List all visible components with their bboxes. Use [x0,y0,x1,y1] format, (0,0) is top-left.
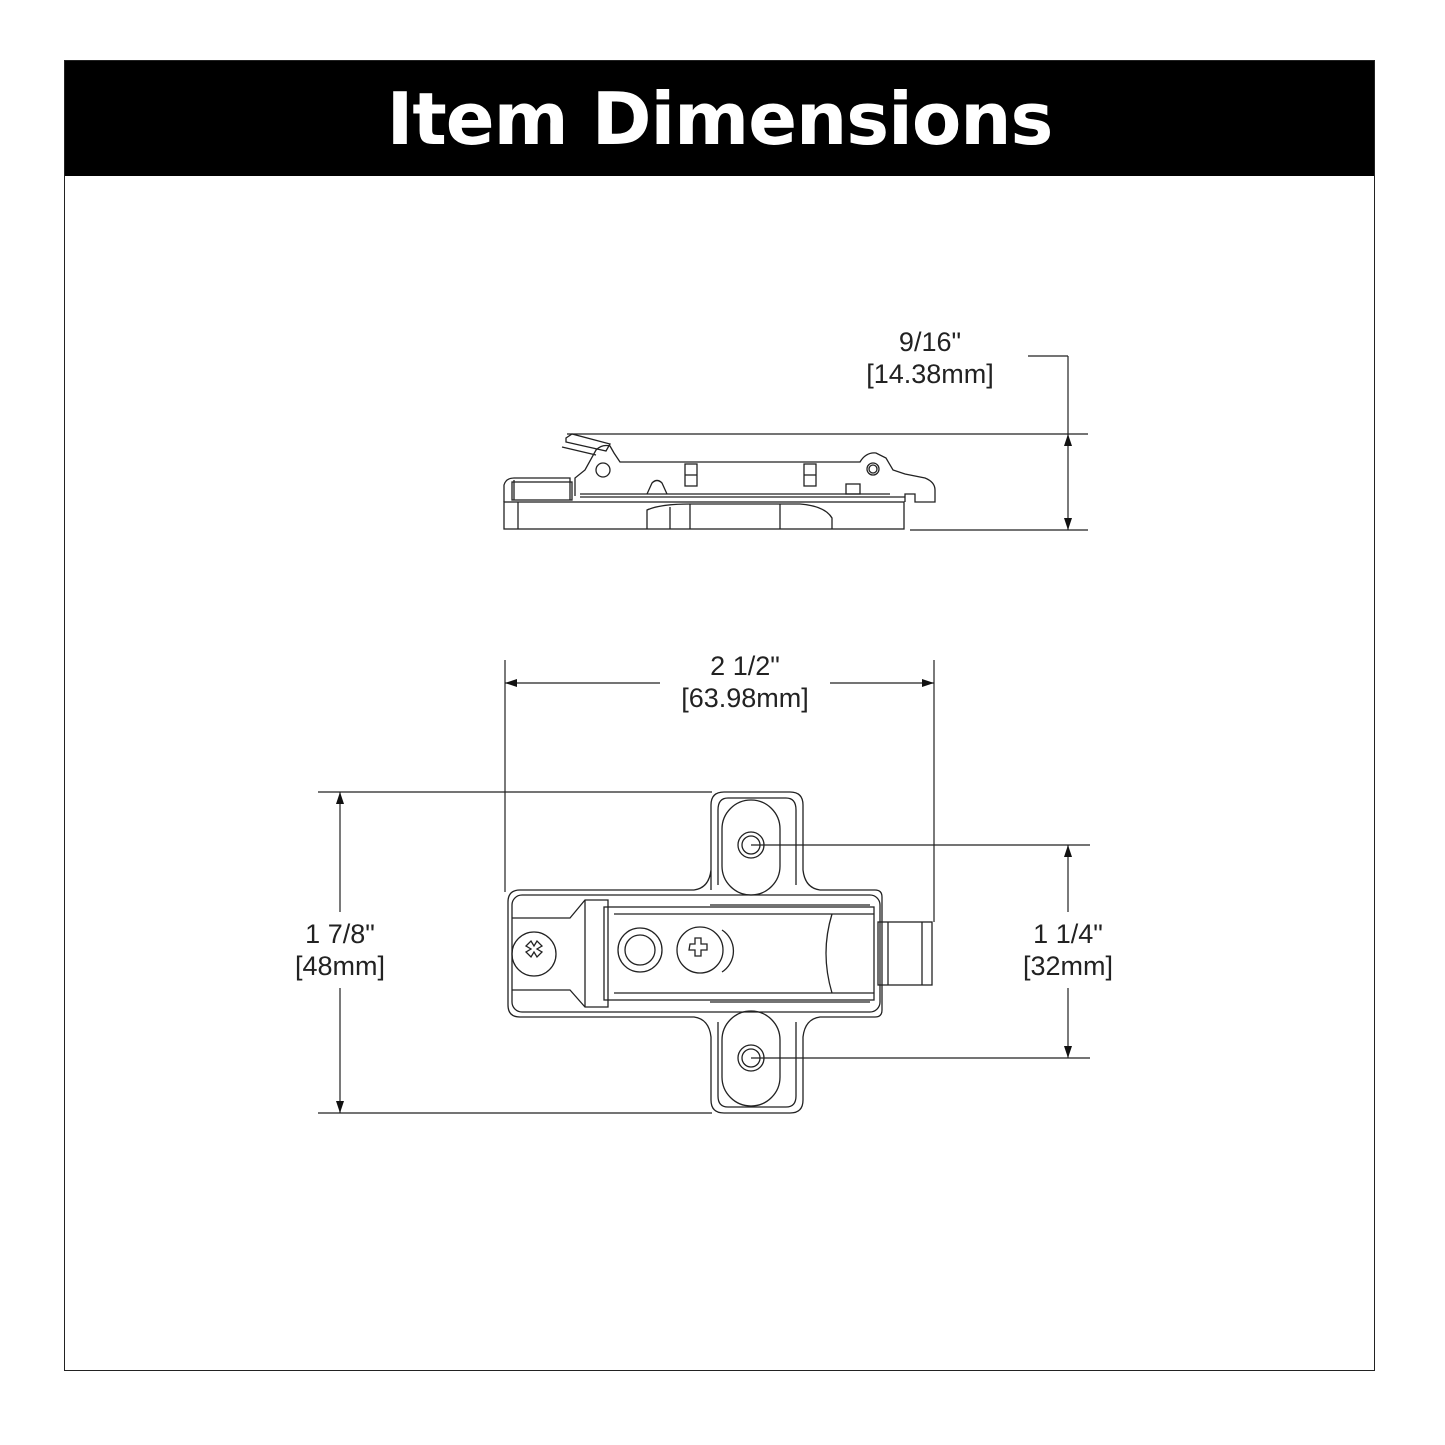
width-label: 2 1/2" [63.98mm] [660,650,830,714]
diagram-frame: Item Dimensions [64,60,1375,1371]
overall-height-metric: [48mm] [294,951,386,981]
width-metric: [63.98mm] [681,683,809,713]
overall-height-label: 1 7/8" [48mm] [280,918,400,982]
side-height-metric: [14.38mm] [866,359,994,389]
side-height-label: 9/16" [14.38mm] [850,326,1010,390]
side-height-dimension-lines [567,355,1088,531]
hole-spacing-label: 1 1/4" [32mm] [1008,918,1128,982]
page-title: Item Dimensions [386,76,1054,161]
width-imperial: 2 1/2" [710,651,780,681]
overall-height-imperial: 1 7/8" [305,919,375,949]
hole-spacing-metric: [32mm] [1022,951,1114,981]
side-view-drawing [503,433,936,530]
hole-spacing-imperial: 1 1/4" [1033,919,1103,949]
top-view-drawing [507,791,933,1114]
side-height-imperial: 9/16" [898,327,962,357]
header-banner: Item Dimensions [65,61,1374,176]
top-view-dimension-lines [318,660,1090,1114]
